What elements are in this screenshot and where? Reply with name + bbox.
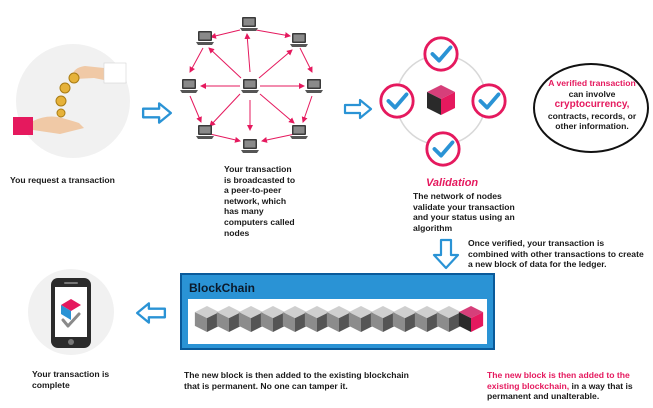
validation-illustration (378, 35, 508, 168)
arrow-left (135, 302, 167, 324)
check-icon (422, 35, 460, 73)
step3-caption: The network of nodes validate your trans… (413, 191, 515, 233)
block-chain-row (194, 306, 484, 332)
arrow-right-2 (343, 98, 373, 120)
step2-caption: Your transaction is broadcasted to a pee… (224, 164, 296, 238)
note-ellipse (533, 63, 649, 153)
validation-heading: Validation (426, 177, 479, 189)
step5-caption: Your transaction is complete (32, 369, 110, 390)
footnote: The new block is then added to the exist… (487, 370, 633, 402)
step1-illustration (13, 44, 130, 158)
step1-caption: You request a transaction (10, 175, 115, 185)
blockchain-panel: BlockChain (180, 273, 495, 350)
blockchain-title: BlockChain (189, 281, 256, 295)
step4-caption: Once verified, your transaction is combi… (468, 238, 644, 270)
check-icon (61, 312, 81, 328)
arrow-right-1 (141, 102, 173, 124)
computer-node-icons (180, 17, 323, 153)
new-block-icon (458, 306, 484, 332)
check-icon (424, 130, 462, 168)
sleeve-icon (13, 117, 33, 135)
note-text: A verified transaction can involve crypt… (547, 78, 637, 132)
check-icon (470, 82, 508, 120)
check-icon (378, 82, 416, 120)
phone-illustration (28, 269, 114, 355)
arrow-down (432, 238, 460, 270)
block-icon (427, 85, 455, 115)
p2p-network (189, 29, 313, 143)
blockchain-chain (188, 299, 487, 344)
blockchain-caption: The new block is then added to the exist… (184, 370, 409, 391)
coin-icon (55, 72, 80, 118)
